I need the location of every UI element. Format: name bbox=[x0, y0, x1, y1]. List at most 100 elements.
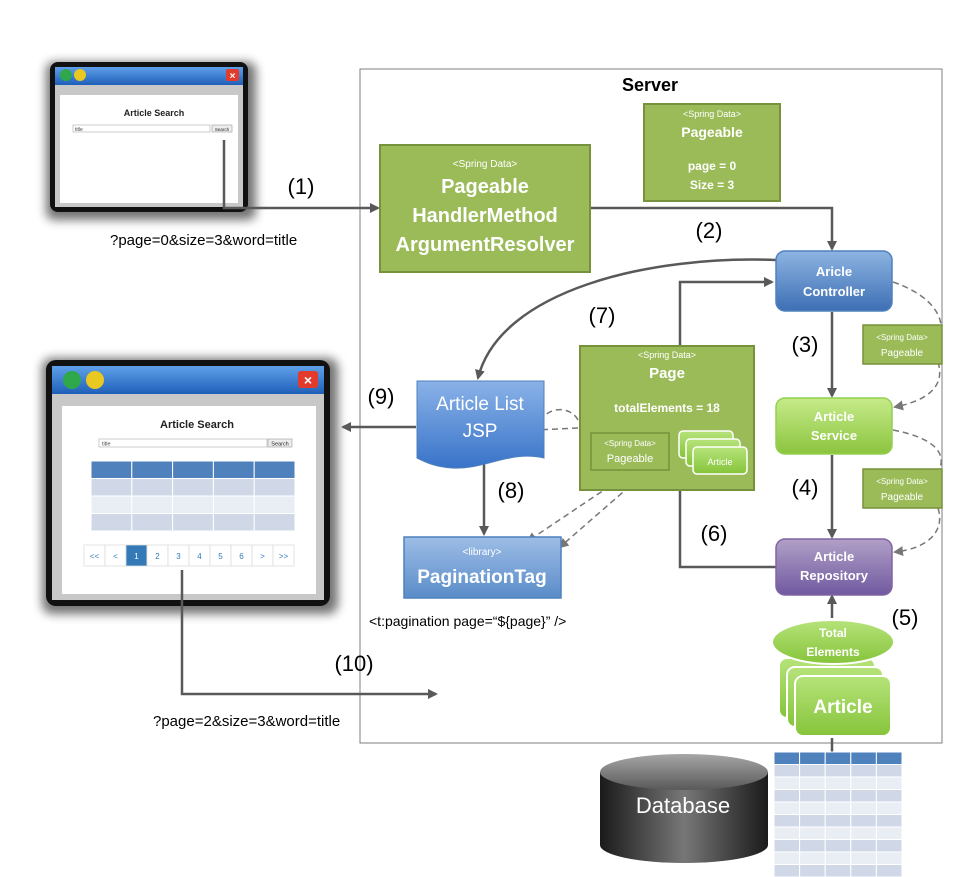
db-cell bbox=[875, 826, 903, 840]
table-cell bbox=[172, 513, 214, 532]
article-stack: Article bbox=[778, 657, 892, 737]
db-cell bbox=[850, 814, 877, 828]
pageable-service-title: Pageable bbox=[881, 492, 924, 503]
pageable-controller-tag: <Spring Data> bbox=[876, 333, 928, 342]
table-cell bbox=[253, 513, 296, 532]
db-cell bbox=[799, 826, 826, 840]
window-dot-green-icon bbox=[63, 371, 81, 389]
dashed-page-tag-a bbox=[526, 485, 611, 543]
pagination-label: 5 bbox=[218, 552, 223, 561]
controller-line2: Controller bbox=[803, 284, 865, 299]
pageable-service-tag: <Spring Data> bbox=[876, 477, 928, 486]
db-cell bbox=[850, 764, 877, 778]
close-icon[interactable] bbox=[298, 371, 318, 388]
pagination-item-8[interactable]: 6 bbox=[230, 544, 253, 567]
db-cell bbox=[773, 776, 801, 790]
dashed-pageable-service bbox=[893, 361, 941, 411]
jsp-line1: Article List bbox=[436, 394, 524, 415]
db-cell bbox=[773, 814, 801, 828]
pagination-item-9[interactable]: > bbox=[251, 544, 274, 567]
pagination-item-2[interactable]: < bbox=[104, 544, 127, 567]
article-service: Article Service bbox=[775, 397, 893, 455]
window-dot-yellow-icon bbox=[86, 371, 104, 389]
step8-label: (8) bbox=[498, 478, 525, 503]
db-cell bbox=[850, 826, 877, 840]
table-cell bbox=[90, 513, 133, 532]
pagination-label: 4 bbox=[197, 552, 202, 561]
pageable-controller-title: Pageable bbox=[881, 348, 924, 359]
db-cell bbox=[773, 764, 801, 778]
result-table bbox=[90, 460, 296, 532]
search-button[interactable] bbox=[211, 124, 233, 133]
total-elements: Total Elements bbox=[771, 619, 895, 665]
pagination-item-7[interactable]: 5 bbox=[209, 544, 232, 567]
table-cell bbox=[90, 495, 133, 514]
db-cell bbox=[799, 801, 826, 815]
search-input-value: title bbox=[102, 442, 111, 448]
pageable-argument-resolver: <Spring Data> Pageable HandlerMethod Arg… bbox=[379, 144, 591, 273]
table-cell bbox=[90, 478, 133, 497]
search-input[interactable] bbox=[98, 438, 268, 448]
browser-bottom-title: Article Search bbox=[160, 419, 234, 431]
close-icon[interactable] bbox=[226, 69, 239, 81]
step1-label: (1) bbox=[288, 174, 315, 199]
db-cell bbox=[850, 864, 877, 877]
db-header-cell bbox=[799, 751, 826, 765]
server-title: Server bbox=[622, 75, 678, 95]
db-header-cell bbox=[875, 751, 903, 765]
browser-window-top: × Article Search title Search bbox=[46, 62, 256, 220]
arrow-step2 bbox=[591, 206, 837, 251]
db-cell bbox=[875, 814, 903, 828]
table-header-cell bbox=[212, 460, 255, 479]
dashed-pageable-repository bbox=[893, 507, 941, 557]
db-cell bbox=[875, 776, 903, 790]
pagination-item-5[interactable]: 3 bbox=[167, 544, 190, 567]
db-header-cell bbox=[850, 751, 877, 765]
window-dot-yellow-icon bbox=[74, 69, 86, 81]
database-label: Database bbox=[636, 793, 730, 818]
table-header-cell bbox=[131, 460, 174, 479]
pagination-item-1[interactable]: << bbox=[83, 544, 106, 567]
repository-line1: Article bbox=[814, 549, 854, 564]
table-cell bbox=[131, 513, 174, 532]
pageable-service: <Spring Data> Pageable bbox=[862, 468, 943, 509]
pageable-top-title: Pageable bbox=[681, 124, 743, 140]
table-cell bbox=[253, 495, 296, 514]
pagination-item-6[interactable]: 4 bbox=[188, 544, 211, 567]
pagination-label: < bbox=[113, 552, 118, 561]
page-inner-pageable-tag: <Spring Data> bbox=[604, 439, 656, 448]
table-cell bbox=[172, 478, 214, 497]
pagination-tag-title: PaginationTag bbox=[417, 567, 546, 588]
total-elements-line1: Total bbox=[819, 626, 847, 640]
table-cell bbox=[212, 478, 255, 497]
db-cell bbox=[799, 839, 826, 853]
search-input[interactable] bbox=[72, 124, 211, 133]
table-header-cell bbox=[253, 460, 296, 479]
pagination-item-4[interactable]: 2 bbox=[146, 544, 169, 567]
db-cell bbox=[875, 789, 903, 803]
pagination-label: << bbox=[90, 552, 100, 561]
db-cell bbox=[875, 764, 903, 778]
pageable-controller: <Spring Data> Pageable bbox=[862, 324, 943, 365]
pageable-top-tag: <Spring Data> bbox=[683, 109, 741, 119]
table-header-cell bbox=[172, 460, 214, 479]
pagination-item-10[interactable]: >> bbox=[272, 544, 295, 567]
db-header-cell bbox=[824, 751, 852, 765]
db-cell bbox=[875, 864, 903, 877]
pagination-item-3[interactable]: 1 bbox=[125, 544, 148, 567]
repository-line2: Repository bbox=[800, 568, 869, 583]
query-bottom: ?page=2&size=3&word=title bbox=[153, 713, 340, 730]
page-object: <Spring Data> Page totalElements = 18 <S… bbox=[579, 345, 755, 491]
db-cell bbox=[773, 839, 801, 853]
search-button[interactable] bbox=[267, 438, 293, 448]
db-cell bbox=[799, 864, 826, 877]
db-cell bbox=[824, 839, 852, 853]
table-cell bbox=[131, 495, 174, 514]
article-list-jsp: Article List JSP bbox=[416, 380, 545, 469]
db-cell bbox=[875, 839, 903, 853]
db-cell bbox=[875, 851, 903, 865]
dashed-service-pageable bbox=[892, 429, 942, 473]
